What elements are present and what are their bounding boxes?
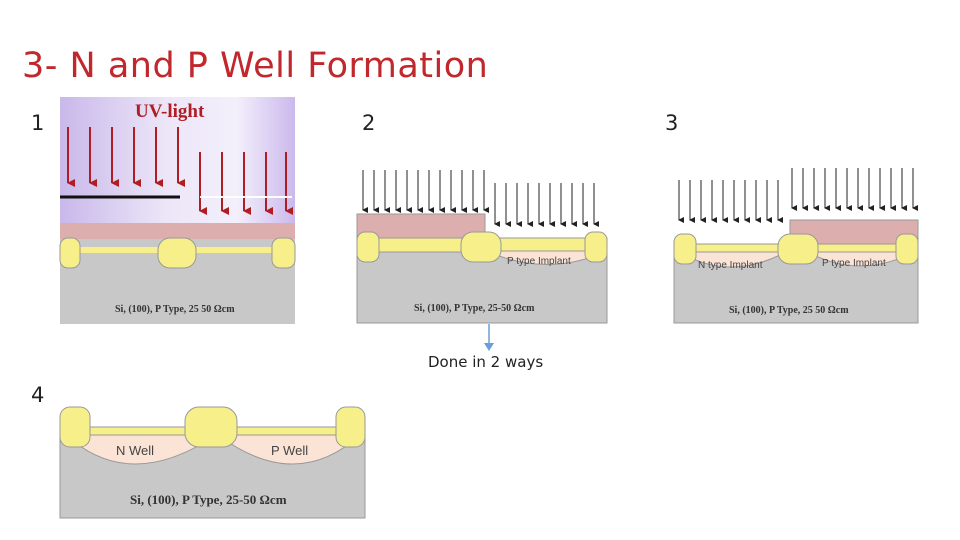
panel-4-wells: N Well P Well Si, (100), P Type, 25-50 Ω… — [59, 406, 366, 519]
field-oxide — [157, 237, 197, 269]
field-oxide — [356, 231, 380, 263]
step-2-number: 2 — [362, 111, 376, 135]
step-1-number: 1 — [31, 111, 45, 135]
slide-title: 3- N and P Well Formation — [22, 46, 489, 86]
field-oxide — [584, 231, 608, 263]
uv-light-label: UV-light — [135, 101, 205, 122]
p-implant-label: P type Implant — [822, 258, 886, 269]
n-implant-label: N type Implant — [698, 260, 763, 271]
implant-arrows — [678, 168, 918, 223]
field-oxide — [673, 233, 697, 265]
step-4-number: 4 — [31, 383, 45, 407]
field-oxide — [777, 233, 819, 265]
field-oxide — [59, 406, 91, 448]
substrate-label: Si, (100), P Type, 25-50 Ωcm — [130, 492, 287, 507]
field-oxide — [460, 231, 502, 263]
panel-3-n-and-p-implant: N type Implant P type Implant Si, (100),… — [673, 168, 919, 324]
step-3-number: 3 — [665, 111, 679, 135]
substrate-label: Si, (100), P Type, 25 50 Ωcm — [115, 304, 235, 315]
substrate-label: Si, (100), P Type, 25 50 Ωcm — [729, 305, 849, 316]
field-oxide — [271, 237, 296, 269]
photoresist-block — [356, 213, 486, 239]
uv-arrows — [67, 127, 293, 215]
n-well-label: N Well — [116, 443, 154, 458]
substrate-label: Si, (100), P Type, 25-50 Ωcm — [414, 303, 535, 314]
field-oxide — [335, 406, 366, 448]
field-oxide — [59, 237, 81, 269]
field-oxide — [184, 406, 238, 448]
photoresist-layer — [60, 223, 295, 239]
implant-arrows — [362, 170, 599, 227]
implant-label: P type Implant — [507, 256, 571, 267]
field-oxide — [895, 233, 919, 265]
two-ways-caption: Done in 2 ways — [428, 353, 544, 371]
pointer-arrow — [484, 324, 494, 351]
panel-2-p-implant: P type Implant Si, (100), P Type, 25-50 … — [356, 170, 608, 324]
p-well-label: P Well — [271, 443, 308, 458]
panel-1-uv-exposure: UV-light Si, (100), P Type, 25 50 Ωcm — [59, 97, 296, 324]
